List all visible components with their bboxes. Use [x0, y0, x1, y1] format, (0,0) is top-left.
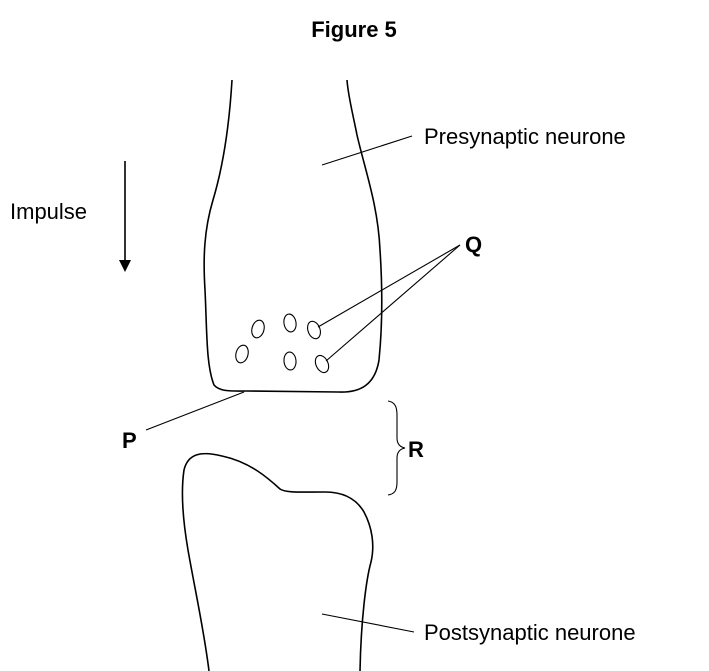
vesicle [283, 313, 298, 333]
presynaptic-leader-line [322, 136, 412, 165]
vesicle [283, 352, 297, 371]
vesicle [250, 319, 266, 339]
q-label: Q [465, 232, 482, 257]
p-label: P [122, 428, 137, 453]
presynaptic-neurone-outline [204, 80, 382, 392]
vesicle [234, 344, 250, 364]
p-leader-line [146, 392, 244, 430]
postsynaptic-label: Postsynaptic neurone [424, 620, 636, 645]
presynaptic-label: Presynaptic neurone [424, 124, 626, 149]
postsynaptic-neurone-outline [182, 454, 372, 671]
r-brace [388, 401, 405, 495]
q-leader-line-lower [326, 245, 460, 361]
impulse-arrowhead [119, 260, 131, 272]
vesicle [313, 353, 331, 374]
r-label: R [408, 437, 424, 462]
vesicle [305, 319, 322, 340]
q-leader-line-upper [318, 245, 460, 327]
figure-title: Figure 5 [311, 17, 397, 42]
postsynaptic-leader-line [322, 614, 414, 632]
impulse-label: Impulse [10, 199, 87, 224]
